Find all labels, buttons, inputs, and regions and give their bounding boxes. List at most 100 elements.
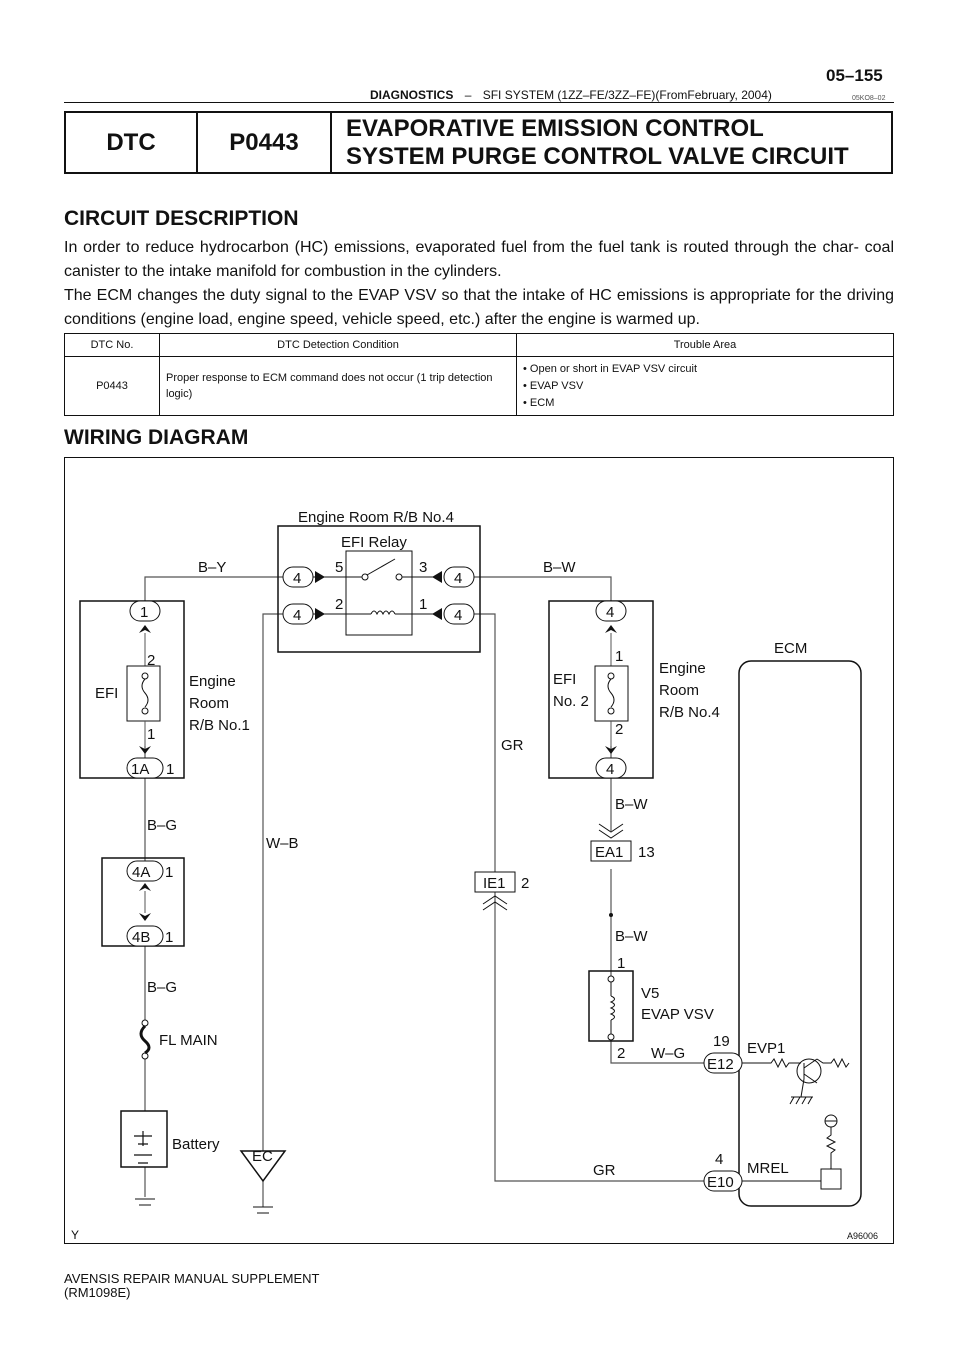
fuse-terminal	[607, 672, 615, 680]
dtc-table: DTC No. DTC Detection Condition Trouble …	[64, 333, 894, 416]
label-connector-1a: 1A	[131, 761, 149, 778]
label-v5: V5	[641, 985, 659, 1002]
battery-cells	[134, 1131, 152, 1164]
label-pin: 1	[140, 604, 148, 621]
header-section: DIAGNOSTICS – SFI SYSTEM (1ZZ–FE/3ZZ–FE)…	[370, 88, 772, 102]
wiring-diagram-heading: WIRING DIAGRAM	[64, 426, 249, 449]
dtc-table-header-row: DTC No. DTC Detection Condition Trouble …	[64, 333, 894, 357]
label-ie1-pin: 2	[521, 875, 529, 892]
label-connector-4a: 4A	[132, 864, 150, 881]
label-battery: Battery	[172, 1136, 220, 1153]
label-pin: 4	[293, 607, 301, 624]
figure-code: A96006	[847, 1231, 878, 1241]
rb1-box	[79, 600, 185, 779]
title-line-1: EVAPORATIVE EMISSION CONTROL	[346, 114, 764, 142]
title-dtc-label: DTC	[66, 113, 198, 172]
ground-symbol	[135, 1198, 155, 1206]
fl-main-element	[139, 1024, 151, 1055]
footer-line-2: (RM1098E)	[64, 1285, 131, 1300]
label-fl-main: FL MAIN	[159, 1032, 218, 1049]
connector-pill	[282, 566, 314, 588]
trouble-area-item: • EVAP VSV	[523, 379, 584, 392]
connector-pill	[474, 871, 516, 893]
wiring-diagram: Engine Room R/B No.4 EFI Relay B–Y B–W 4…	[64, 457, 894, 1244]
wires	[134, 576, 707, 1207]
ie1-connector-mark	[482, 895, 508, 911]
splice-dot	[609, 913, 613, 917]
label-pin: 4	[293, 570, 301, 587]
label-connector-ea1: EA1	[595, 844, 623, 861]
label-efi-no2: EFI	[553, 671, 576, 688]
label-efi: EFI	[95, 685, 118, 702]
relay-box	[277, 525, 481, 653]
ground-symbol	[253, 1206, 273, 1214]
label-w-b: W–B	[266, 835, 299, 852]
connector-pill	[595, 600, 627, 622]
label-connector-e10: E10	[707, 1174, 734, 1191]
label-evp1: EVP1	[747, 1040, 785, 1057]
fl-main-terminal	[141, 1019, 149, 1027]
label-pin: 1	[166, 761, 174, 778]
relay-connectors	[282, 566, 475, 625]
label-w-g: W–G	[651, 1045, 685, 1062]
diagram-labels: Engine Room R/B No.4 EFI Relay B–Y B–W 4…	[71, 509, 878, 1242]
terminal-arrow	[139, 625, 151, 633]
label-pin: 2	[147, 652, 155, 669]
label-engine-room-rb1: Engine	[189, 673, 236, 690]
connector-pill	[126, 860, 164, 882]
label-efi-relay: EFI Relay	[341, 534, 407, 551]
header-code: 05KO8–02	[852, 95, 886, 102]
label-pin: 1	[165, 929, 173, 946]
label-engine-room-rb1: R/B No.1	[189, 717, 250, 734]
title-dtc-code: P0443	[198, 113, 332, 172]
label-pin: 1	[165, 864, 173, 881]
label-engine-room-rb4: R/B No.4	[659, 704, 720, 721]
trouble-area-item: • Open or short in EVAP VSV circuit	[523, 362, 698, 375]
vsv-coil	[609, 982, 615, 1034]
label-ecm: ECM	[774, 640, 807, 657]
label-pin: 2	[617, 1045, 625, 1062]
vsv-terminal	[607, 1033, 615, 1041]
trouble-area-item: • ECM	[523, 396, 555, 409]
label-engine-room-rb1: Room	[189, 695, 229, 712]
footer: AVENSIS REPAIR MANUAL SUPPLEMENT (RM1098…	[64, 1272, 320, 1300]
connector-pill	[126, 925, 164, 947]
fl-main-terminal	[141, 1052, 149, 1060]
wire-b-y	[144, 576, 286, 609]
connector-pill	[126, 757, 164, 779]
label-pin: 1	[615, 648, 623, 665]
dtc-table-header-trouble-area: Trouble Area	[516, 333, 894, 357]
dtc-table-cell-dtc-no: P0443	[64, 356, 160, 416]
label-connector-ie1: IE1	[483, 875, 506, 892]
fuse-terminal	[141, 672, 149, 680]
label-y: Y	[71, 1228, 79, 1242]
circuit-description-paragraph-1: In order to reduce hydrocarbon (HC) emis…	[64, 239, 894, 280]
label-pin: 1	[419, 596, 427, 613]
ecm-box	[738, 660, 862, 1207]
label-b-w-top: B–W	[543, 559, 576, 576]
dtc-table-cell-condition: Proper response to ECM command does not …	[159, 356, 517, 416]
terminal-arrow	[315, 608, 325, 620]
label-pin: 2	[335, 596, 343, 613]
label-pin: 4	[606, 761, 614, 778]
label-pin: 5	[335, 559, 343, 576]
label-rb4-title: Engine Room R/B No.4	[298, 509, 454, 526]
wire-w-g	[610, 1041, 707, 1064]
rb4-right-box	[548, 600, 654, 779]
label-b-w-low: B–W	[615, 928, 648, 945]
label-b-g-1: B–G	[147, 817, 177, 834]
vsv-terminal	[607, 975, 615, 983]
wiring-diagram-svg: Engine Room R/B No.4 EFI Relay B–Y B–W 4…	[71, 509, 878, 1242]
header-dash: –	[464, 88, 472, 102]
label-gr-low: GR	[593, 1162, 616, 1179]
connector-pill	[129, 600, 161, 622]
fuse-terminal	[607, 707, 615, 715]
header-rule	[64, 102, 894, 103]
page-number: 05–155	[826, 66, 883, 85]
terminal-arrow	[605, 625, 617, 633]
label-b-w-mid: B–W	[615, 796, 648, 813]
title-box: DTC P0443 EVAPORATIVE EMISSION CONTROL S…	[64, 111, 893, 174]
circuit-description-heading: CIRCUIT DESCRIPTION	[64, 207, 299, 230]
wire-gr	[471, 613, 707, 1182]
label-pin: 4	[454, 607, 462, 624]
